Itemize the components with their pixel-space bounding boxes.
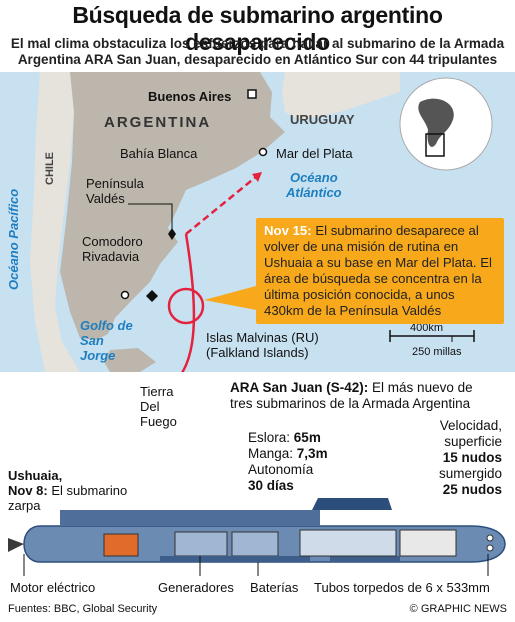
submarine-diagram xyxy=(8,498,506,576)
valdes-marker-icon xyxy=(168,228,176,240)
sub-motor xyxy=(103,533,139,557)
valdes-leader-line xyxy=(128,203,173,234)
page-title: Búsqueda de submarino argentino desapare… xyxy=(72,2,443,55)
atlantic-label: Océano Atlántico xyxy=(286,170,342,200)
tierra-del-fuego-label: Tierra Del Fuego xyxy=(140,384,177,429)
route-arrow-icon xyxy=(252,172,262,182)
golfo-san-jorge-label: Golfo de San Jorge xyxy=(80,318,133,363)
atlantic-label-1: Océano xyxy=(289,170,338,185)
subtitle: El mal clima obstaculiza los esfuerzos p… xyxy=(0,36,515,68)
route-solid xyxy=(180,233,196,372)
globe-highlight-box xyxy=(425,133,445,157)
mar-del-plata-label: Mar del Plata xyxy=(276,146,353,161)
sub-sail xyxy=(312,498,392,510)
sub-dimensions: Eslora: 65m Manga: 7,3m Autonomía 30 día… xyxy=(248,430,328,493)
sub-heading: ARA San Juan (S-42): El más nuevo de tre… xyxy=(230,380,473,411)
ushuaia-name: Ushuaia, xyxy=(8,468,63,483)
sub-torpedo-room xyxy=(399,529,457,557)
callout-pointer xyxy=(204,286,256,310)
peninsula-valdes-label: Península Valdés xyxy=(86,176,144,206)
capital-marker-icon xyxy=(247,89,257,99)
torpedo-tube-icon-2 xyxy=(486,544,494,552)
malvinas-label: Islas Malvinas (RU) (Falkland Islands) xyxy=(206,330,319,360)
uruguay-label: URUGUAY xyxy=(290,112,355,127)
comodoro-marker-icon xyxy=(120,290,130,300)
sub-control-room xyxy=(299,529,397,557)
argentina-label: ARGENTINA xyxy=(104,114,212,131)
ushuaia-note: Ushuaia, Nov 8: El submarino zarpa xyxy=(8,468,128,513)
part-batteries: Baterías xyxy=(250,580,299,595)
credit: © GRAPHIC NEWS xyxy=(409,603,507,615)
part-generators: Generadores xyxy=(158,580,234,595)
chile-land xyxy=(30,72,80,372)
sub-generators-2 xyxy=(231,531,279,557)
golfo-marker-icon xyxy=(146,290,158,302)
atlantic-label-2: Atlántico xyxy=(286,185,342,200)
uruguay-land xyxy=(282,72,400,120)
bahia-blanca-label: Bahía Blanca xyxy=(120,146,198,161)
sub-generators xyxy=(174,531,228,557)
capital-label: Buenos Aires xyxy=(148,89,232,104)
callout-date: Nov 15: xyxy=(264,223,312,238)
propeller-icon xyxy=(8,538,24,552)
callout-text: El submarino desaparece al volver de una… xyxy=(264,223,492,318)
globe-south-america xyxy=(418,98,454,147)
part-motor: Motor eléctrico xyxy=(10,580,96,595)
subtitle-line-2: Argentina ARA San Juan, desaparecido en … xyxy=(17,52,498,67)
torpedo-tube-icon xyxy=(486,534,494,542)
scale-mi-label: 250 millas xyxy=(412,346,462,358)
scale-km-label: 400km xyxy=(410,322,444,334)
sub-batteries-2 xyxy=(330,556,400,562)
part-torpedo-tubes: Tubos torpedos de 6 x 533mm xyxy=(314,580,490,595)
sub-name: ARA San Juan (S-42): xyxy=(230,380,369,395)
chile-label: CHILE xyxy=(44,152,56,185)
callout-box: Nov 15: El submarino desaparece al volve… xyxy=(256,218,504,324)
comodoro-label: Comodoro Rivadavia xyxy=(82,234,143,264)
route-dashed xyxy=(185,171,263,235)
mar-del-plata-marker-icon xyxy=(258,147,268,157)
tierra-del-fuego-land xyxy=(104,348,156,372)
sub-speed: Velocidad, superficie 15 nudos sumergido… xyxy=(438,418,502,497)
search-area-circle xyxy=(167,287,205,325)
subtitle-line-1: El mal clima obstaculiza los esfuerzos p… xyxy=(10,36,505,51)
pacific-label: Océano Pacífico xyxy=(6,188,21,290)
sources: Fuentes: BBC, Global Security xyxy=(8,603,158,615)
sub-batteries xyxy=(160,556,310,562)
sub-deck xyxy=(60,510,320,526)
